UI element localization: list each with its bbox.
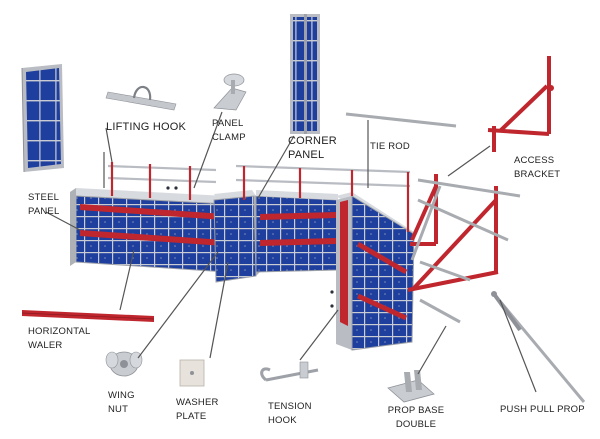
wing-nut-part [105, 351, 143, 377]
label-washer-plate-line2: Plate [176, 411, 207, 422]
label-wing-nut: Wing Nut [108, 389, 135, 417]
label-steel-panel-line2: Panel [28, 206, 60, 217]
tie-rod-part [345, 112, 457, 128]
label-tension-hook-line1: Tension [268, 401, 312, 412]
push-pull-props [410, 178, 521, 324]
label-corner-panel-line1: Corner [288, 135, 337, 147]
label-washer-plate: Washer Plate [176, 396, 219, 424]
leader-lines [45, 111, 537, 393]
panel-clamp-part [213, 73, 247, 111]
label-access-bracket-line1: Access [514, 155, 555, 166]
label-tension-hook: Tension Hook [268, 400, 312, 428]
prop-base-double-part [387, 370, 435, 403]
label-steel-panel: Steel Panel [28, 191, 59, 219]
label-tension-hook-line2: Hook [268, 415, 297, 426]
formwork-wall-return [336, 192, 415, 351]
label-push-pull-prop: Push Pull Prop [500, 404, 585, 415]
formwork-wall-middle [255, 190, 339, 273]
label-corner-panel: Corner Panel [288, 134, 337, 162]
horizontal-waler-part [21, 310, 155, 322]
push-pull-prop-part [491, 291, 586, 403]
label-tie-rod: Tie Rod [370, 141, 410, 152]
formwork-wall-long [70, 188, 227, 273]
washer-plate-part [179, 359, 205, 387]
guard-rail [107, 162, 411, 232]
label-panel-clamp-line1: Panel [212, 118, 244, 129]
access-bracket-standalone [487, 56, 554, 152]
label-lifting-hook: Lifting Hook [106, 121, 187, 133]
label-horizontal-waler-line2: Waler [28, 340, 63, 351]
label-access-bracket-line2: Bracket [514, 169, 561, 180]
lifting-hook-part [105, 85, 177, 111]
label-horizontal-waler-line1: Horizontal [28, 326, 91, 337]
label-prop-base-double-line1: Prop Base [387, 405, 445, 416]
label-prop-base-double: Prop Base Double [384, 404, 448, 432]
label-corner-panel-line2: Panel [288, 149, 325, 161]
label-wing-nut-line2: Nut [108, 404, 129, 415]
steel-panel-standalone [21, 64, 64, 173]
corner-panel-standalone [290, 14, 320, 134]
label-panel-clamp: Panel Clamp [212, 117, 246, 145]
label-wing-nut-line1: Wing [108, 390, 135, 401]
label-washer-plate-line1: Washer [176, 397, 219, 408]
label-prop-base-double-line2: Double [395, 419, 437, 430]
connector-details [166, 186, 334, 308]
label-steel-panel-line1: Steel [28, 192, 60, 203]
label-access-bracket: Access Bracket [514, 154, 560, 182]
label-panel-clamp-line2: Clamp [212, 132, 246, 143]
formwork-corner-block [213, 190, 262, 283]
tension-hook-part [260, 361, 319, 382]
label-horizontal-waler: Horizontal Waler [28, 325, 91, 353]
